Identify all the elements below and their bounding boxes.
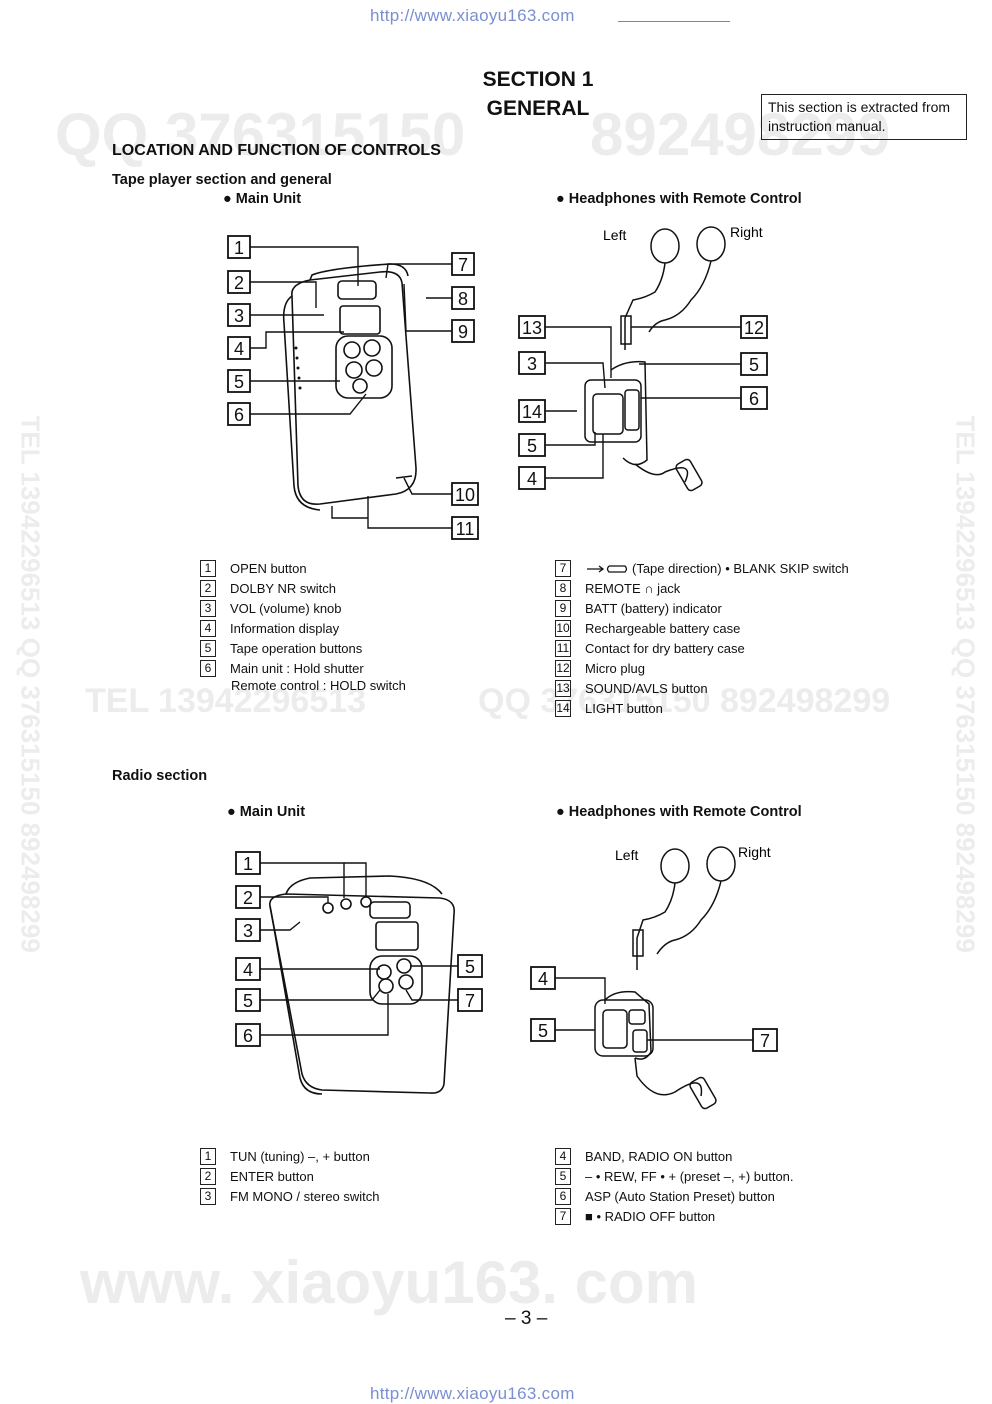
callout-2: 2: [234, 273, 244, 293]
radio-callout-5: 5: [465, 957, 475, 977]
tape-headphones-heading: ● Headphones with Remote Control: [556, 191, 802, 207]
watermark-qq-mid: QQ 376315150 892498299: [478, 682, 891, 720]
legend-item: 7■ • RADIO OFF button: [555, 1208, 715, 1228]
watermark-vertical-right: TEL 13942296513 QQ 376315150 892498299: [950, 415, 981, 953]
legend-item: 7(Tape direction) • BLANK SKIP switch: [555, 560, 849, 580]
callout-9: 9: [458, 322, 468, 342]
callout-8: 8: [458, 289, 468, 309]
remote-callout-14: 14: [522, 402, 542, 422]
remote-callout-12: 12: [744, 318, 764, 338]
callout-5: 5: [234, 372, 244, 392]
callout-10: 10: [455, 485, 475, 505]
radio-heading: Radio section: [112, 768, 208, 784]
tape-main-unit-diagram: 1 2 3 4 5 6 7 8 9 10 11: [227, 235, 479, 540]
header-rule: [618, 21, 730, 22]
tape-main-unit-heading: ● Main Unit: [223, 191, 302, 207]
label-left: Left: [603, 227, 626, 243]
watermark-tel: TEL 13942296513: [85, 682, 367, 720]
remote-callout-5: 5: [749, 355, 759, 375]
radio-callout-3: 3: [243, 921, 253, 941]
tape-remote-diagram: Left Right 13 3 14 5 4 12 5 6: [518, 224, 768, 492]
callout-6: 6: [234, 405, 244, 425]
callout-4: 4: [234, 339, 244, 359]
watermark-www: www. xiaoyu163. com: [80, 1249, 699, 1316]
legend-item-extra: Remote control : HOLD switch: [231, 678, 406, 693]
header-url[interactable]: http://www.xiaoyu163.com: [370, 6, 575, 25]
remote-callout-6: 6: [749, 389, 759, 409]
radio-headphones-heading: ● Headphones with Remote Control: [556, 804, 802, 820]
radio-remote-diagram: Left Right 4 5 7: [530, 844, 778, 1110]
radio-callout-2: 2: [243, 888, 253, 908]
radio-main-unit-diagram: 1 2 3 4 5 6 5 7: [235, 851, 483, 1095]
radio-callout-6: 6: [243, 1026, 253, 1046]
radio-label-left: Left: [615, 847, 638, 863]
remote-callout-4: 4: [527, 469, 537, 489]
section-title: GENERAL: [486, 97, 590, 120]
radio-remote-callout-5: 5: [538, 1021, 548, 1041]
extract-note: This section is extracted from instructi…: [761, 94, 967, 140]
footer-url[interactable]: http://www.xiaoyu163.com: [370, 1384, 575, 1403]
location-heading: LOCATION AND FUNCTION OF CONTROLS: [112, 142, 441, 159]
legend-item: 5– • REW, FF • + (preset –, +) button.: [555, 1168, 794, 1188]
watermark-qq-2: 892498299: [590, 101, 891, 168]
page-number: – 3 –: [505, 1308, 548, 1329]
radio-callout-1: 1: [243, 854, 253, 874]
radio-callout-5-left: 5: [243, 991, 253, 1011]
radio-remote-callout-7: 7: [760, 1031, 770, 1051]
remote-callout-13: 13: [522, 318, 542, 338]
radio-remote-callout-4: 4: [538, 969, 548, 989]
callout-7: 7: [458, 255, 468, 275]
section-number: SECTION 1: [482, 68, 594, 91]
watermark-qq: QQ 376315150: [55, 101, 466, 168]
radio-callout-4: 4: [243, 960, 253, 980]
radio-label-right: Right: [738, 844, 771, 860]
tape-heading: Tape player section and general: [112, 172, 332, 188]
remote-callout-3: 3: [527, 354, 537, 374]
label-right: Right: [730, 224, 763, 240]
radio-main-unit-heading: ● Main Unit: [227, 804, 306, 820]
callout-11: 11: [456, 519, 475, 539]
callout-3: 3: [234, 306, 244, 326]
radio-callout-7: 7: [465, 991, 475, 1011]
callout-1: 1: [234, 238, 244, 258]
watermark-vertical-left: TEL 13942296513 QQ 376315150 892498299: [15, 415, 46, 953]
remote-callout-5-left: 5: [527, 436, 537, 456]
tape-direction-icon: [587, 564, 628, 573]
